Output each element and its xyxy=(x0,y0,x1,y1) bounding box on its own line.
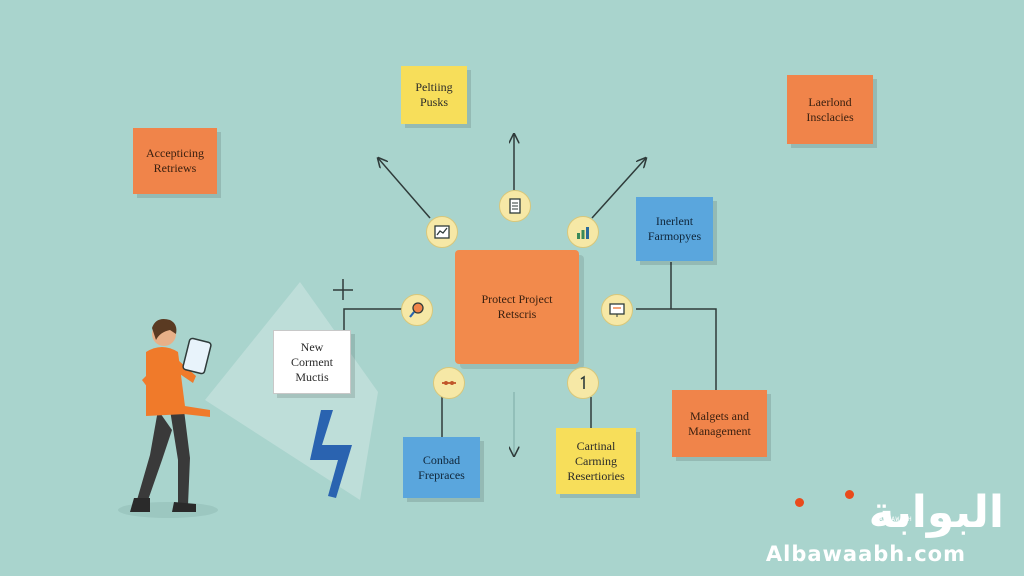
document-icon xyxy=(499,190,531,222)
logo-latin-text: Albawaabh.com xyxy=(765,542,966,566)
watermark-logo: البوابة ALBAWABH Albawaabh.com xyxy=(766,487,1004,568)
logo-arabic-text: البوابة xyxy=(868,487,1004,538)
monitor-icon xyxy=(601,294,633,326)
arrow-up-right xyxy=(591,158,646,219)
magnifier-icon xyxy=(401,294,433,326)
note-malgets: Malgets and Management xyxy=(672,390,767,457)
note-new-comment: New Corment Muctis xyxy=(273,330,351,394)
logo-dot xyxy=(845,490,854,499)
bar-chart-icon xyxy=(567,216,599,248)
note-inerlent: Inerlent Farmopyes xyxy=(636,197,713,261)
logo-dot xyxy=(795,498,804,507)
connector-icon xyxy=(433,367,465,399)
note-petting-pusks: Peltiing Pusks xyxy=(401,66,467,124)
chart-icon xyxy=(426,216,458,248)
note-conbad: Conbad Frepraces xyxy=(403,437,480,498)
note-leafond: Laerlond Insclacies xyxy=(787,75,873,144)
note-accepting: Accepticing Retriews xyxy=(133,128,217,194)
note-cartinal: Cartinal Carming Resertiories xyxy=(556,428,636,494)
hub-project: Protect Project Retscris xyxy=(455,250,579,364)
line-right xyxy=(636,308,717,390)
lightning-bolt-icon xyxy=(310,410,352,498)
arrow-up-left xyxy=(378,158,431,219)
person-illustration xyxy=(118,319,218,518)
line-left xyxy=(343,308,402,330)
logo-small-text: ALBAWABH xyxy=(879,516,912,523)
number-one-icon xyxy=(567,367,599,399)
